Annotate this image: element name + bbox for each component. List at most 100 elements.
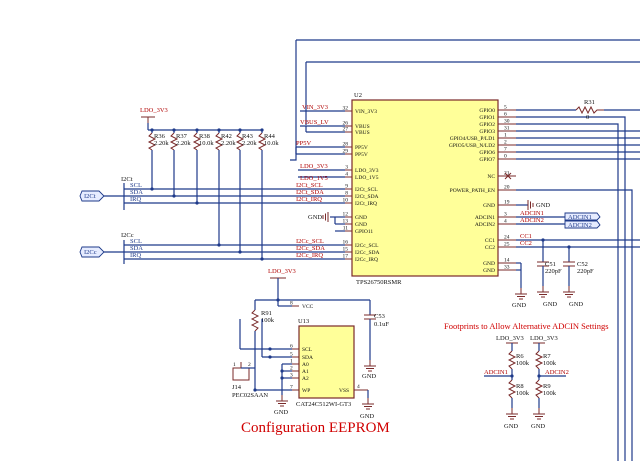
top-right-wiring bbox=[290, 39, 640, 461]
u2-left-pin-num: 8 bbox=[345, 191, 348, 197]
u2-left-pin-num: 26 bbox=[343, 121, 349, 127]
alt-rail-1: LDO_3V3 bbox=[496, 335, 524, 342]
resistor-r31: R31 0 bbox=[575, 99, 604, 121]
u2-left-pin-name: VIN_3V3 bbox=[355, 109, 377, 115]
u13-pin-num: 5 bbox=[290, 352, 293, 358]
gnd-c51: GND bbox=[543, 301, 557, 308]
r6-ref: R6 bbox=[516, 353, 524, 360]
r8-value: 100k bbox=[516, 390, 530, 397]
u13-pin-name: SCL bbox=[302, 347, 313, 353]
r7-ref: R7 bbox=[543, 353, 551, 360]
r91-value: 100k bbox=[261, 317, 275, 324]
u2-right-pin-num: 20 bbox=[504, 185, 510, 191]
net-ldo-3v3-u2: LDO_3V3 bbox=[300, 163, 328, 170]
u13-pin-name: A1 bbox=[302, 369, 309, 375]
r8-ref: R8 bbox=[516, 383, 524, 390]
u2-right-pin-name: GPIO1 bbox=[479, 115, 495, 121]
c51-ref: C51 bbox=[545, 261, 556, 268]
u2-right-pin-name: GPIO3 bbox=[479, 129, 495, 135]
r9-ref: R9 bbox=[543, 383, 551, 390]
pullup-ref: R44 bbox=[264, 133, 276, 140]
net-i2cc-irq: I2Cc_IRQ bbox=[296, 252, 323, 259]
u2-left-pin-name: I2Cc_SDA bbox=[355, 250, 379, 256]
gnd-u2-bottom: GND bbox=[512, 302, 526, 309]
i2ct-irq: IRQ bbox=[130, 196, 142, 203]
pullup-network: LDO_3V3 bbox=[140, 107, 262, 131]
u2-right-pin-name: POWER_PATH_EN bbox=[450, 188, 495, 194]
u2-right-pin-name: ADCIN2 bbox=[475, 222, 495, 228]
u2-left-pin-name: I2Ct_SDA bbox=[355, 194, 379, 200]
u2-right-pin-num: 5 bbox=[504, 105, 507, 111]
u2-left-pin-name: LDO_3V3 bbox=[355, 168, 379, 174]
pullup-value: 2.20k bbox=[176, 140, 191, 147]
gnd-r9: GND bbox=[531, 423, 545, 430]
u2-left-pin-name: PP5V bbox=[355, 145, 368, 151]
u13-pin-num: 3 bbox=[290, 373, 293, 379]
i2ct-scl: SCL bbox=[130, 182, 142, 189]
u2-right-pin-name: GND bbox=[483, 268, 495, 274]
pullup-ref: R38 bbox=[199, 133, 210, 140]
alt-net-adcin2: ADCIN2 bbox=[545, 369, 569, 376]
gnd-c52: GND bbox=[569, 301, 583, 308]
u2-right-pin-name: GND bbox=[483, 261, 495, 267]
u2-right-pin-name: GPIO5/USB_N/LD2 bbox=[449, 143, 495, 149]
u2-left-pin-name: PP5V bbox=[355, 152, 368, 158]
eeprom-section: LDO_3V3 C53 0.1uF GND R91 100k bbox=[232, 268, 389, 420]
alt-net-adcin1: ADCIN1 bbox=[484, 369, 508, 376]
u2-part: TPS26750RSMR bbox=[356, 279, 402, 286]
r91-ref: R91 bbox=[261, 310, 272, 317]
u2-right-pin-name: ADCIN1 bbox=[475, 215, 495, 221]
u2-right-pin-num: 3 bbox=[504, 212, 507, 218]
j14-ref: J14 bbox=[232, 384, 242, 391]
c51-value: 220pF bbox=[545, 268, 562, 275]
net-i2ct-scl: I2Ct_SCL bbox=[296, 182, 323, 189]
gnd-u13-vss: GND bbox=[360, 413, 374, 420]
i2cc-sda: SDA bbox=[130, 245, 143, 252]
nc-marker bbox=[504, 172, 512, 180]
alt-rail-2: LDO_3V3 bbox=[530, 335, 558, 342]
u2-left-pin-name: I2Cc_IRQ bbox=[355, 257, 378, 263]
net-vin-3v3: VIN_3V3 bbox=[302, 104, 328, 111]
gnd-left-u2: GND bbox=[308, 214, 322, 221]
u2-right-pin-num: 24 bbox=[504, 235, 510, 241]
pullup-ref: R42 bbox=[221, 133, 232, 140]
u2-left-pin-name: GPIO11 bbox=[355, 229, 373, 235]
u2-left-pins: 32VIN_3V326VBUS27VBUS28PP5V29PP5V3LDO_3V… bbox=[343, 106, 380, 264]
j14-part: PEC02SAAN bbox=[232, 392, 268, 399]
net-ldo-1v5: LDO_1V5 bbox=[300, 175, 328, 182]
u13-pin-name: A2 bbox=[302, 376, 309, 382]
alt-adcin-section: Footprints to Allow Alternative ADCIN Se… bbox=[444, 321, 609, 430]
pullup-ref: R43 bbox=[242, 133, 253, 140]
r31-value: 0 bbox=[586, 114, 589, 121]
u2-left-pin-num: 15 bbox=[343, 247, 349, 253]
u2-right-pin-num: 19 bbox=[504, 200, 510, 206]
i2ct-port-label: I2Ct bbox=[84, 193, 96, 200]
pullup-value: 2.20k bbox=[221, 140, 236, 147]
i2cc-irq: IRQ bbox=[130, 252, 142, 259]
c52-ref: C52 bbox=[577, 261, 588, 268]
u13-pin-name: VCC bbox=[302, 304, 314, 310]
u2-left-pin-num: 32 bbox=[343, 106, 349, 112]
gnd-eeprom-addr: GND bbox=[274, 409, 288, 416]
net-adcin1: ADCIN1 bbox=[520, 210, 544, 217]
u2-right-pin-num: 1 bbox=[504, 133, 507, 139]
net-i2ct-irq: I2Ct_IRQ bbox=[296, 196, 322, 203]
u2-left-pin-num: 17 bbox=[343, 254, 349, 260]
u2-right-pin-num: 33 bbox=[504, 265, 510, 271]
cc-nets: CC1 CC2 C51 220pF C52 220pF GND GND bbox=[520, 233, 594, 308]
u2-left-pin-name: LDO_1V5 bbox=[355, 175, 379, 181]
u2-ref: U2 bbox=[354, 92, 362, 99]
gnd-r8: GND bbox=[504, 423, 518, 430]
u2-left-pin-name: GND bbox=[355, 222, 367, 228]
ldo-3v3-eeprom: LDO_3V3 bbox=[268, 268, 296, 275]
u13-vss-num: 4 bbox=[357, 384, 360, 390]
r9-value: 100k bbox=[543, 390, 557, 397]
u13-pin-num: 2 bbox=[290, 366, 293, 372]
u13-pin-name: WP bbox=[302, 388, 310, 394]
u2-right-pin-name: GPIO0 bbox=[479, 108, 495, 114]
net-pp5v: PP5V bbox=[296, 140, 311, 147]
gnd-c53: GND bbox=[362, 373, 376, 380]
u2-right-pin-num: 14 bbox=[504, 258, 510, 264]
u13-pin-num: 7 bbox=[290, 385, 293, 391]
